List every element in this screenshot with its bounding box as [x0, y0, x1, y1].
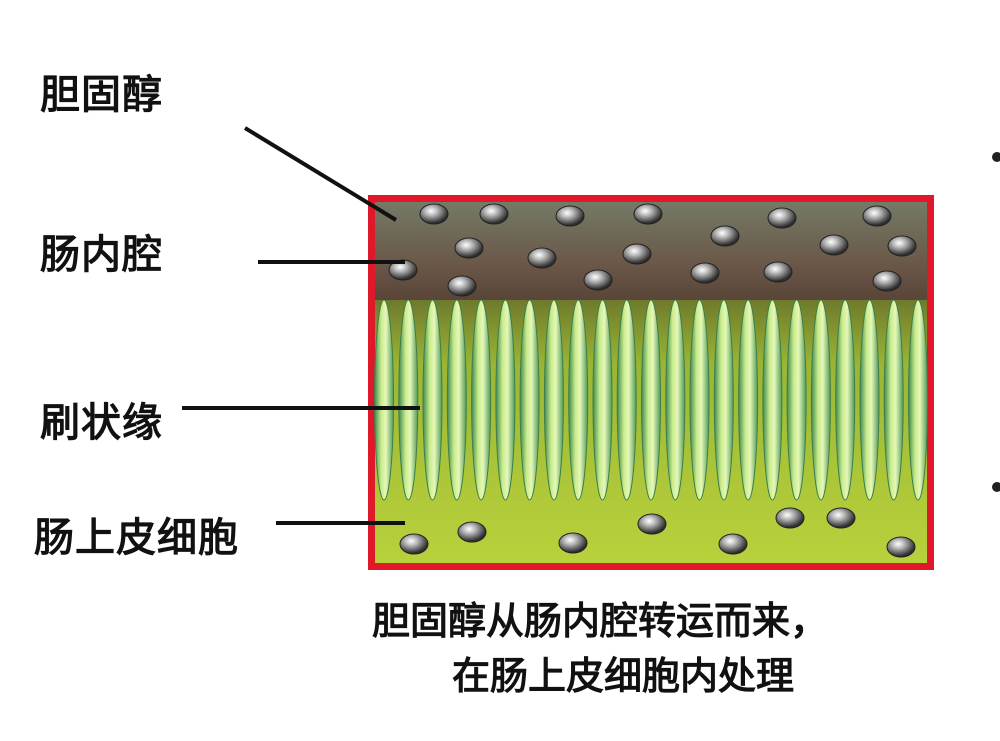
bullet-icon: [992, 152, 1000, 162]
cholesterol-particle-icon: [527, 247, 557, 269]
cholesterol-particle-icon: [887, 235, 917, 257]
villus-icon: [398, 299, 419, 501]
cholesterol-particle-icon: [886, 536, 916, 558]
villus-icon: [422, 299, 443, 501]
villus-icon: [908, 299, 928, 501]
cholesterol-particle-icon: [479, 203, 509, 225]
villus-icon: [471, 299, 492, 501]
bullet-icon: [992, 482, 1000, 492]
cholesterol-particle-icon: [419, 203, 449, 225]
brush-border-villi: [374, 299, 928, 501]
cholesterol-particle-icon: [558, 532, 588, 554]
cholesterol-particle-icon: [555, 205, 585, 227]
cholesterol-particle-icon: [457, 521, 487, 543]
cholesterol-particle-icon: [622, 243, 652, 265]
cholesterol-particle-icon: [583, 269, 613, 291]
caption-line-2: 在肠上皮细胞内处理: [452, 654, 795, 698]
cholesterol-particle-icon: [447, 275, 477, 297]
cholesterol-particle-icon: [710, 225, 740, 247]
label-brush-border: 刷状缘: [40, 400, 163, 446]
caption-line-1: 胆固醇从肠内腔转运而来，: [372, 599, 829, 643]
villus-icon: [568, 299, 589, 501]
villus-icon: [810, 299, 831, 501]
villus-icon: [713, 299, 734, 501]
cholesterol-particle-icon: [872, 270, 902, 292]
villus-icon: [859, 299, 880, 501]
villus-icon: [835, 299, 856, 501]
villus-icon: [665, 299, 686, 501]
cholesterol-particle-icon: [763, 261, 793, 283]
cholesterol-particle-icon: [826, 507, 856, 529]
villus-icon: [762, 299, 783, 501]
cholesterol-particle-icon: [637, 513, 667, 535]
cholesterol-particle-icon: [775, 507, 805, 529]
cholesterol-particle-icon: [690, 262, 720, 284]
cholesterol-particle-icon: [862, 205, 892, 227]
label-cholesterol: 胆固醇: [40, 72, 163, 118]
villus-icon: [592, 299, 613, 501]
cholesterol-particles: [388, 203, 917, 558]
villus-icon: [495, 299, 516, 501]
villus-icon: [786, 299, 807, 501]
label-epithelial-cell: 肠上皮细胞: [34, 515, 239, 561]
label-intestinal-lumen: 肠内腔: [40, 232, 163, 278]
villus-icon: [543, 299, 564, 501]
cholesterol-particle-icon: [454, 237, 484, 259]
villus-icon: [446, 299, 467, 501]
pointer-line-cholesterol: [243, 126, 398, 222]
villus-icon: [519, 299, 540, 501]
villus-icon: [641, 299, 661, 501]
villus-icon: [374, 299, 394, 501]
cholesterol-particle-icon: [718, 533, 748, 555]
villus-icon: [689, 299, 710, 501]
cholesterol-particle-icon: [399, 533, 429, 555]
cholesterol-particle-icon: [633, 203, 663, 225]
villus-icon: [616, 299, 637, 501]
cholesterol-particle-icon: [767, 207, 797, 229]
villus-icon: [738, 299, 759, 501]
villus-icon: [883, 299, 904, 501]
cholesterol-particle-icon: [819, 234, 849, 256]
